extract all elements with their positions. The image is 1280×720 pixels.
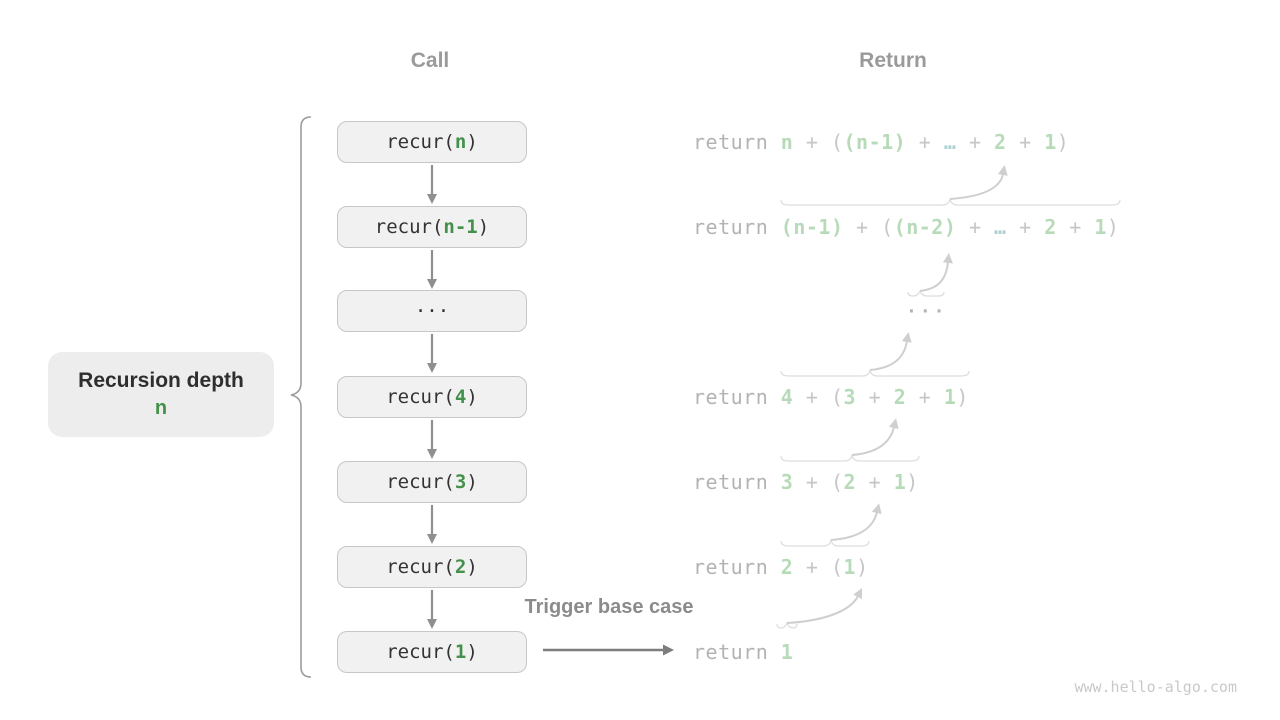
watermark: www.hello-algo.com (1074, 678, 1237, 696)
recursion-depth-label: Recursion depth n (48, 352, 274, 437)
call-box-recur-n-1: recur(n-1) (337, 206, 527, 248)
call-box-recur-2: recur(2) (337, 546, 527, 588)
call-column-header: Call (410, 49, 450, 72)
return-row-3: return 3 + (2 + 1) (693, 470, 919, 494)
return-flow-arrow-6to5 (830, 503, 882, 541)
return-row-4: return 4 + (3 + 2 + 1) (693, 385, 969, 409)
return-overbrace-7 (776, 621, 798, 629)
return-row-n: return n + ((n-1) + … + 2 + 1) (693, 130, 1070, 154)
call-box-ellipsis: ··· (337, 290, 527, 332)
return-flow-arrow-4to3 (869, 332, 912, 371)
return-column-header: Return (859, 49, 927, 72)
return-flow-arrow-2to1 (949, 165, 1008, 200)
trigger-base-case-label: Trigger base case (524, 596, 694, 618)
return-flow-arrow-5to4 (851, 418, 899, 456)
recursion-depth-value: n (154, 397, 168, 419)
return-row-1: return 1 (693, 640, 794, 664)
call-box-recur-1: recur(1) (337, 631, 527, 673)
return-overbrace-2 (780, 198, 1121, 206)
return-row-2: return 2 + (1) (693, 555, 869, 579)
return-flow-arrow-7to6 (786, 587, 863, 624)
call-box-recur-4: recur(4) (337, 376, 527, 418)
return-row-n-1: return (n-1) + ((n-2) + … + 2 + 1) (693, 215, 1120, 239)
call-box-recur-n: recur(n) (337, 121, 527, 163)
call-box-recur-3: recur(3) (337, 461, 527, 503)
recursion-depth-brace (290, 116, 312, 678)
return-flow-arrow-3to2 (919, 253, 953, 292)
return-row-ellipsis: ··· (906, 300, 948, 322)
recursion-depth-title: Recursion depth (78, 369, 244, 392)
